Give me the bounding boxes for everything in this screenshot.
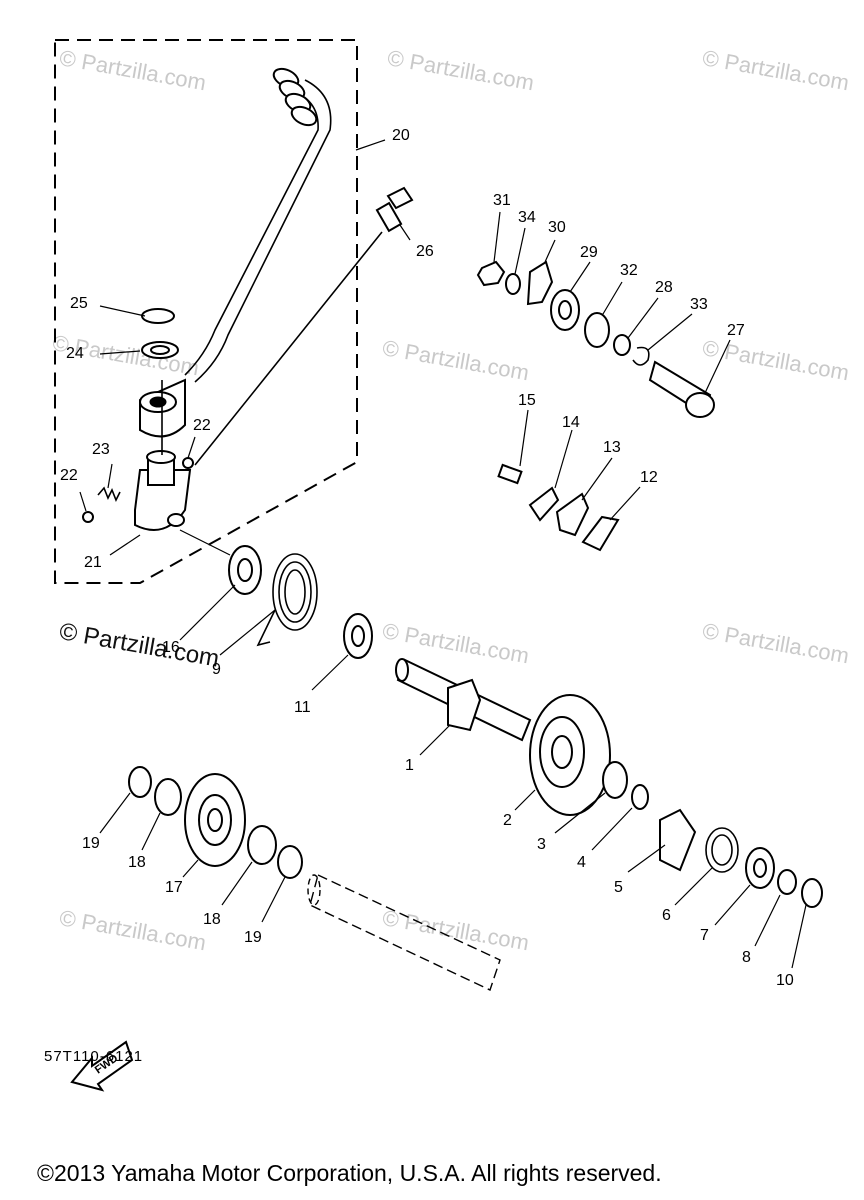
diagram-code: 57T110-6121	[44, 1048, 144, 1065]
kick-parts-middle	[228, 545, 373, 659]
part-2-kick-gear	[529, 694, 611, 816]
callout-8: 8	[742, 949, 751, 966]
part-18-washer	[154, 778, 182, 816]
part-10-washer	[801, 878, 823, 908]
part-6-spring	[705, 827, 739, 873]
callout-29: 29	[580, 244, 598, 261]
callout-26: 26	[416, 243, 434, 260]
callout-23: 23	[92, 441, 110, 458]
part-19-clip	[277, 845, 303, 879]
part-5-ratchet	[659, 808, 697, 872]
part-22-ball	[182, 457, 194, 469]
callout-18: 18	[128, 854, 146, 871]
callout-10: 10	[776, 972, 794, 989]
callout-22: 22	[60, 467, 78, 484]
callout-22: 22	[193, 417, 211, 434]
part-8-clip	[777, 869, 797, 895]
callout-16: 16	[162, 639, 180, 656]
callout-33: 33	[690, 296, 708, 313]
kick-lever	[139, 67, 332, 438]
part-28-clip	[613, 334, 631, 356]
callout-9: 9	[212, 661, 221, 678]
part-17-idle-gear	[184, 773, 246, 867]
part-30-plate	[526, 260, 554, 306]
callout-24: 24	[66, 345, 84, 362]
callout-11: 11	[294, 699, 311, 716]
part-21-boss	[134, 450, 192, 531]
assembly-boundary	[54, 39, 358, 584]
part-32-washer	[584, 312, 610, 348]
part-33-spring	[632, 346, 650, 366]
part-15-bolt	[497, 463, 523, 485]
part-12-bracket	[581, 515, 620, 552]
callout-12: 12	[640, 469, 658, 486]
part-34-washer	[505, 273, 521, 295]
callout-7: 7	[700, 927, 709, 944]
callout-5: 5	[614, 879, 623, 896]
phantom-shaft	[307, 874, 501, 991]
callout-19: 19	[82, 835, 100, 852]
callout-4: 4	[577, 854, 586, 871]
part-3-washer	[602, 761, 628, 799]
part-23-spring	[97, 486, 121, 502]
part-22-ball	[82, 511, 94, 523]
stopper-parts	[497, 463, 620, 552]
callout-31: 31	[493, 192, 511, 209]
part-26-bolt	[375, 186, 414, 233]
callout-34: 34	[518, 209, 536, 226]
callout-6: 6	[662, 907, 671, 924]
part-4-clip	[631, 784, 649, 810]
callout-19: 19	[244, 929, 262, 946]
part-13-plate	[555, 492, 590, 537]
leader-lines	[79, 139, 807, 969]
callout-20: 20	[392, 127, 410, 144]
callout-1: 1	[405, 757, 414, 774]
callout-13: 13	[603, 439, 621, 456]
shaft-assembly-upper	[476, 260, 715, 418]
callout-2: 2	[503, 812, 512, 829]
copyright-notice: ©2013 Yamaha Motor Corporation, U.S.A. A…	[37, 1160, 662, 1186]
callout-28: 28	[655, 279, 673, 296]
part-1-kick-axle	[395, 658, 532, 742]
callout-15: 15	[518, 392, 536, 409]
fwd-arrow: FWD	[70, 1040, 134, 1092]
callout-21: 21	[84, 554, 102, 571]
callout-14: 14	[562, 414, 580, 431]
part-14-plate	[528, 486, 560, 522]
callout-27: 27	[727, 322, 745, 339]
part-25-clip	[141, 308, 175, 324]
callout-18: 18	[203, 911, 221, 928]
part-19-clip	[128, 766, 152, 798]
callout-25: 25	[70, 295, 88, 312]
part-9-spring	[256, 553, 318, 647]
part-31-nut	[476, 260, 506, 287]
callout-32: 32	[620, 262, 638, 279]
callout-17: 17	[165, 879, 183, 896]
callout-3: 3	[537, 836, 546, 853]
callout-30: 30	[548, 219, 566, 236]
part-18-washer	[247, 825, 277, 865]
